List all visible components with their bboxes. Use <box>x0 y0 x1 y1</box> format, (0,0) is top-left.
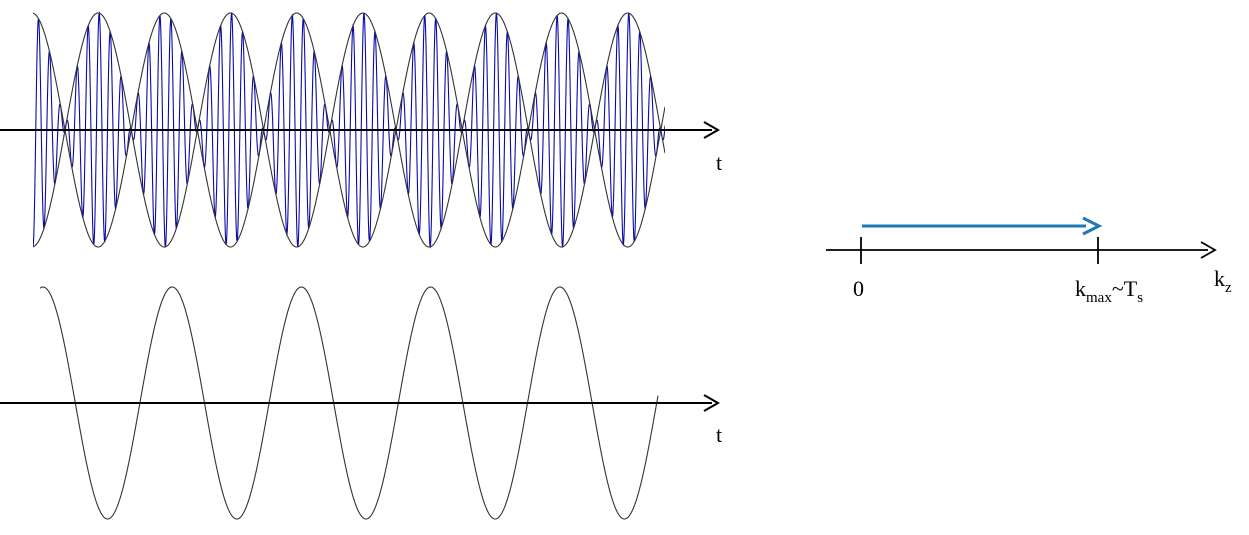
kz-axis-arrowhead <box>1200 241 1217 259</box>
bottom-plot: t <box>0 286 722 520</box>
top-axis-label: t <box>716 150 722 175</box>
top-plot: t <box>0 11 722 249</box>
envelope-curve-lower <box>33 12 665 248</box>
kspace-arrowhead <box>1082 216 1103 236</box>
origin-label: 0 <box>853 276 864 301</box>
sine-wave <box>39 286 659 520</box>
bottom-axis-label: t <box>716 422 722 447</box>
kz-axis-label: kz <box>1214 266 1232 296</box>
kmax-label: kmax~Ts <box>1075 276 1143 306</box>
bottom-axis-arrowhead <box>703 394 721 412</box>
top-axis-arrowhead <box>703 121 721 139</box>
envelope-curve-upper <box>33 12 665 248</box>
k-axis-diagram: 0 kz kmax~Ts <box>826 216 1232 306</box>
